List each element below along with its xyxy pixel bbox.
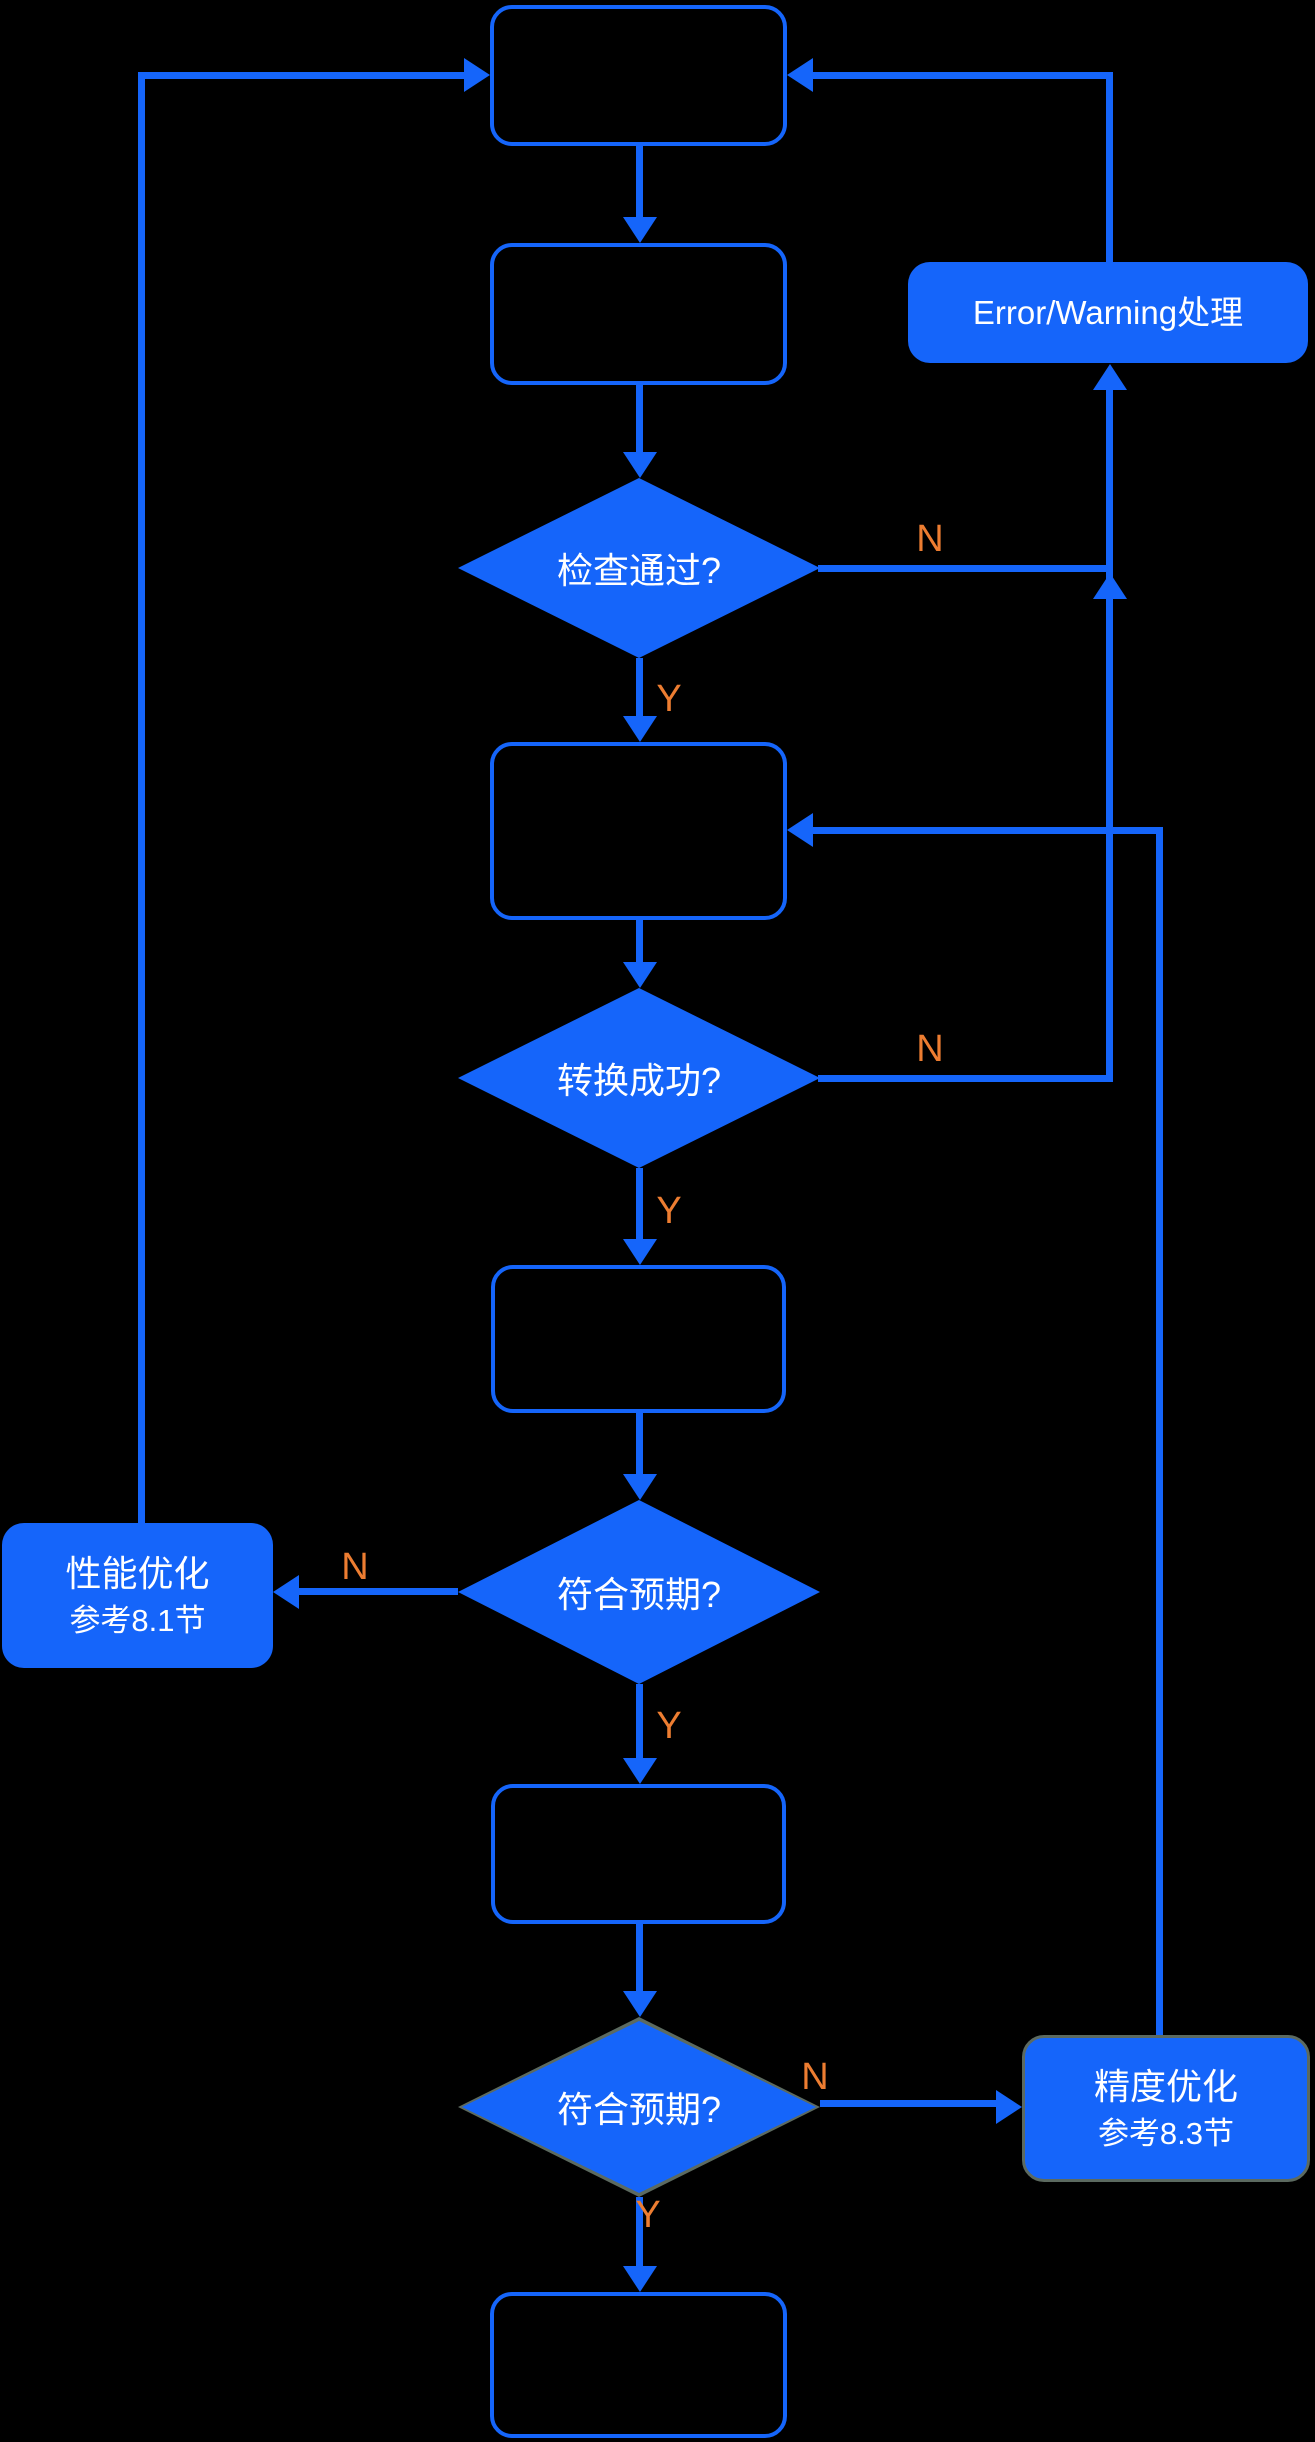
process-box-2 [490,243,787,385]
error-warning-handler-node: Error/Warning处理 [908,262,1308,363]
precision-optimization-title: 精度优化 [1093,2066,1238,2108]
connector-perfopt-loop-vertical [138,72,145,1523]
edge-label-convert-no: N [916,1028,944,1070]
arrowhead-into-box3-icon [623,716,657,742]
connector-expect1-no-horizontal [299,1588,458,1595]
decision-check-passed: 检查通过? [458,478,820,658]
performance-optimization-node: 性能优化 参考8.1节 [2,1523,273,1668]
arrowhead-into-convert-icon [623,962,657,988]
arrowhead-into-box5-icon [623,1758,657,1784]
arrowhead-into-expect1-icon [623,1474,657,1500]
arrowhead-into-expect2-icon [623,1991,657,2017]
process-box-5 [491,1784,786,1924]
connector-expect1-yes [636,1684,643,1763]
connector-box1-box2 [636,146,643,222]
edge-label-expect2-no: N [801,2056,829,2098]
error-warning-handler-label: Error/Warning处理 [972,293,1244,331]
edge-label-expect1-no: N [341,1546,369,1588]
precision-optimization-ref: 参考8.3节 [1097,2115,1235,2151]
connector-box3-convert [636,920,643,967]
decision-meets-expectation-performance: 符合预期? [458,1500,820,1684]
connector-precopt-loop-horizontal [813,827,1163,834]
arrowhead-into-errorhandler-icon [1093,364,1127,390]
performance-optimization-title: 性能优化 [65,1553,210,1595]
arrowhead-into-check-icon [623,452,657,478]
edge-label-expect2-yes: Y [635,2194,661,2236]
decision-conversion-success-label: 转换成功? [556,1060,722,1101]
connector-errorloop-vertical [1106,75,1113,262]
arrowhead-into-box6-icon [623,2266,657,2292]
connector-no-riser-vertical [1106,390,1113,1082]
arrowhead-into-perfopt-icon [273,1575,299,1609]
arrowhead-no-riser-junction-icon [1093,573,1127,599]
decision-meets-expectation-performance-label: 符合预期? [556,1574,722,1615]
process-box-6 [490,2292,787,2438]
arrowhead-into-precopt-icon [996,2090,1022,2124]
connector-box4-expect1 [636,1413,643,1479]
arrowhead-into-box3-right-icon [787,813,813,847]
connector-precopt-loop-vertical [1156,830,1163,2035]
decision-check-passed-label: 检查通过? [556,550,722,591]
arrowhead-into-box2-icon [623,217,657,243]
connector-check-yes [636,658,643,721]
connector-perfopt-loop-horizontal [138,72,464,79]
connector-box2-check [636,385,643,457]
connector-box5-expect2 [636,1924,643,1996]
precision-optimization-node: 精度优化 参考8.3节 [1022,2035,1310,2182]
arrowhead-into-box1-right-icon [787,58,813,92]
connector-expect2-no-horizontal [820,2100,996,2107]
connector-expect2-yes [636,2197,643,2271]
connector-convert-no-horizontal [818,1075,1113,1082]
decision-meets-expectation-precision-label: 符合预期? [556,2089,722,2130]
connector-errorloop-horizontal [813,72,1113,79]
process-box-4 [491,1265,786,1413]
decision-meets-expectation-precision: 符合预期? [458,2017,820,2197]
arrowhead-into-box4-icon [623,1239,657,1265]
connector-check-no-horizontal [818,565,1113,572]
process-box-1 [490,5,787,146]
decision-conversion-success: 转换成功? [458,988,820,1168]
process-box-3 [490,742,787,920]
edge-label-check-no: N [916,518,944,560]
edge-label-expect1-yes: Y [656,1705,682,1747]
performance-optimization-ref: 参考8.1节 [69,1602,206,1638]
edge-label-check-yes: Y [656,678,682,720]
connector-convert-yes [636,1168,643,1244]
arrowhead-into-box1-left-icon [464,58,490,92]
edge-label-convert-yes: Y [656,1190,682,1232]
